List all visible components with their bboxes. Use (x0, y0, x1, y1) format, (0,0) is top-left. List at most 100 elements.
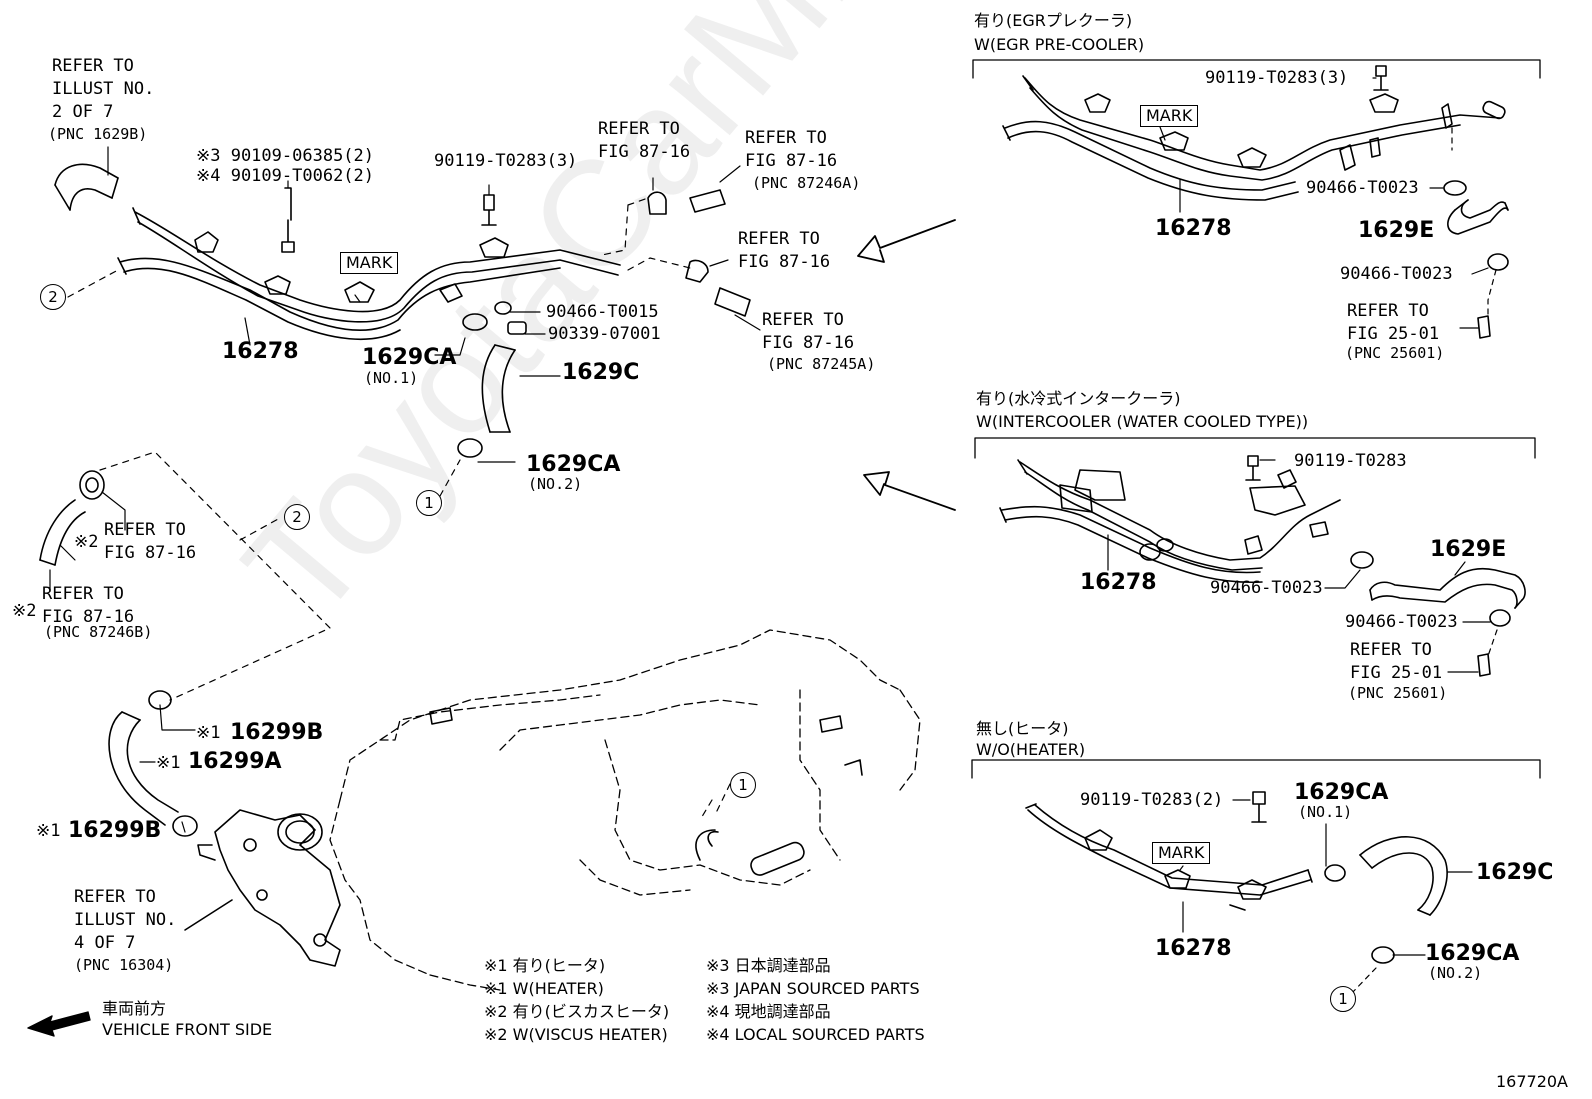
engine-callout-circle-1: 1 (730, 772, 756, 798)
ic-hose-1629E (1350, 551, 1526, 677)
egr-brackets-parts (1084, 93, 1506, 171)
egr-title-jp: 有り(EGRプレクーラ) (974, 11, 1133, 30)
left-leaders (49, 491, 196, 833)
nh-callout-circle-1: 1 (1330, 986, 1356, 1012)
bolt-note-4: ※4 90109-T0062(2) (196, 166, 375, 186)
egr-bolt (1373, 65, 1389, 91)
hose-label-main: 1629C (562, 360, 640, 385)
egr-ref: REFER TO FIG 25-01 (1347, 301, 1440, 344)
left-callout-circle-2: 2 (284, 504, 310, 530)
ref-fig-c: REFER TO FIG 87-16 (738, 229, 831, 272)
ref-illust-4: REFER TO ILLUST NO. 4 OF 7 (74, 887, 177, 953)
clamp-no1-sub: (NO.1) (364, 369, 419, 387)
engine-hoses (429, 707, 863, 876)
egr-clip-lower: 90466-T0023 (1340, 264, 1453, 284)
left-dashed (99, 451, 331, 701)
nh-pipe-label: 16278 (1155, 936, 1232, 961)
nh-clamp-no1-label: 1629CA (1294, 780, 1389, 805)
egr-ref-pnc: (PNC 25601) (1345, 344, 1445, 362)
ref-fig-d-pnc: (PNC 87245A) (767, 355, 876, 373)
left-ref-b: REFER TO FIG 87-16 (42, 584, 135, 627)
ref-fig-b: REFER TO FIG 87-16 (745, 128, 838, 171)
ic-bolt-label: 90119-T0283 (1294, 451, 1407, 471)
mark-1-a: ※1 (196, 723, 221, 743)
engine-outline (329, 629, 921, 991)
flow-arrows (857, 219, 956, 511)
panel-egr-brackets (972, 59, 1541, 79)
egr-pipe-label: 16278 (1155, 216, 1232, 241)
egr-bolt-label: 90119-T0283(3) (1205, 68, 1349, 88)
part-16299B-top: 16299B (230, 720, 324, 745)
mark-1-b: ※1 (156, 753, 181, 773)
figure-id: 167720A (1495, 1072, 1568, 1091)
main-hose-1629B (54, 163, 119, 211)
ic-ref: REFER TO FIG 25-01 (1350, 640, 1443, 683)
main-pipe-16278 (117, 207, 621, 341)
ic-pipe-label: 16278 (1080, 570, 1157, 595)
nh-title-en: W/O(HEATER) (976, 740, 1086, 759)
left-ref-b-mark: ※2 (12, 601, 37, 621)
egr-hose-1629E (1443, 180, 1509, 339)
ic-bolt (1245, 455, 1261, 481)
nh-title-jp: 無し(ヒータ) (976, 719, 1069, 738)
main-dashed (67, 197, 691, 497)
ref-fig-b-pnc: (PNC 87246A) (752, 174, 861, 192)
egr-hose-label: 1629E (1358, 218, 1435, 243)
main-hose-1629C (481, 344, 516, 433)
bolt-label-main: 90119-T0283(3) (434, 151, 578, 171)
legend-left-item: ※1 W(HEATER) (484, 979, 604, 998)
panel-intercooler-brackets (974, 437, 1536, 459)
front-side-en: VEHICLE FRONT SIDE (102, 1020, 273, 1039)
clamp-no2-sub: (NO.2) (528, 475, 583, 493)
ref-illust-4-pnc: (PNC 16304) (74, 956, 174, 974)
left-hose (39, 470, 105, 566)
pipe-label-main: 16278 (222, 339, 299, 364)
nh-clamp-no2-sub: (NO.2) (1428, 964, 1483, 982)
left-ref-a-mark: ※2 (74, 532, 99, 552)
mark-box-main: MARK (340, 252, 399, 274)
nh-bolt (1251, 791, 1267, 823)
nh-hose-1629C (1324, 836, 1448, 964)
ic-leaders (1107, 459, 1498, 673)
water-pump (184, 809, 341, 967)
front-side-jp: 車両前方 (102, 999, 167, 1018)
nh-leaders (1179, 799, 1473, 996)
main-brackets (194, 231, 509, 303)
ref-fig-a: REFER TO FIG 87-16 (598, 119, 691, 162)
ic-clip-a: 90466-T0023 (1210, 578, 1323, 598)
main-bolts (281, 187, 497, 253)
front-arrow-shape (27, 1011, 91, 1037)
legend-left-item: ※1 有り(ヒータ) (484, 956, 606, 975)
legend-right-item: ※3 日本調達部品 (706, 956, 831, 975)
mark-1-c: ※1 (36, 821, 61, 841)
ic-title-en: W(INTERCOOLER (WATER COOLED TYPE)) (976, 412, 1309, 431)
left-ref-a: REFER TO FIG 87-16 (104, 520, 197, 563)
legend-left-item: ※2 有り(ビスカスヒータ) (484, 1002, 670, 1021)
part-16299A: 16299A (188, 749, 282, 774)
ic-clip-b: 90466-T0023 (1345, 612, 1458, 632)
egr-clip-upper: 90466-T0023 (1306, 178, 1419, 198)
engine-leaders (699, 783, 731, 821)
ref-illust-2-pnc: (PNC 1629B) (48, 125, 148, 143)
nh-clamp-no1-sub: (NO.1) (1298, 803, 1353, 821)
egr-title-en: W(EGR PRE-COOLER) (974, 35, 1145, 54)
legend-right-item: ※3 JAPAN SOURCED PARTS (706, 979, 920, 998)
bolt-note-3: ※3 90109-06385(2) (196, 146, 375, 166)
left-hose-16299A (108, 690, 198, 837)
ref-fig-d: REFER TO FIG 87-16 (762, 310, 855, 353)
part-16299B-bottom: 16299B (68, 818, 162, 843)
ic-ref-pnc: (PNC 25601) (1348, 684, 1448, 702)
nh-clamp-no2-label: 1629CA (1425, 941, 1520, 966)
legend-right-item: ※4 LOCAL SOURCED PARTS (706, 1025, 925, 1044)
ic-title-jp: 有り(水冷式インタークーラ) (976, 389, 1181, 408)
ic-hose-label: 1629E (1430, 537, 1507, 562)
plug-label: 90339-07001 (548, 324, 661, 344)
main-small-parts (439, 189, 751, 458)
egr-leaders (1159, 77, 1497, 329)
egr-mark-box: MARK (1140, 105, 1199, 127)
nh-bolt-label: 90119-T0283(2) (1080, 790, 1224, 810)
nh-hose-label: 1629C (1476, 860, 1554, 885)
clip-label: 90466-T0015 (546, 302, 659, 322)
